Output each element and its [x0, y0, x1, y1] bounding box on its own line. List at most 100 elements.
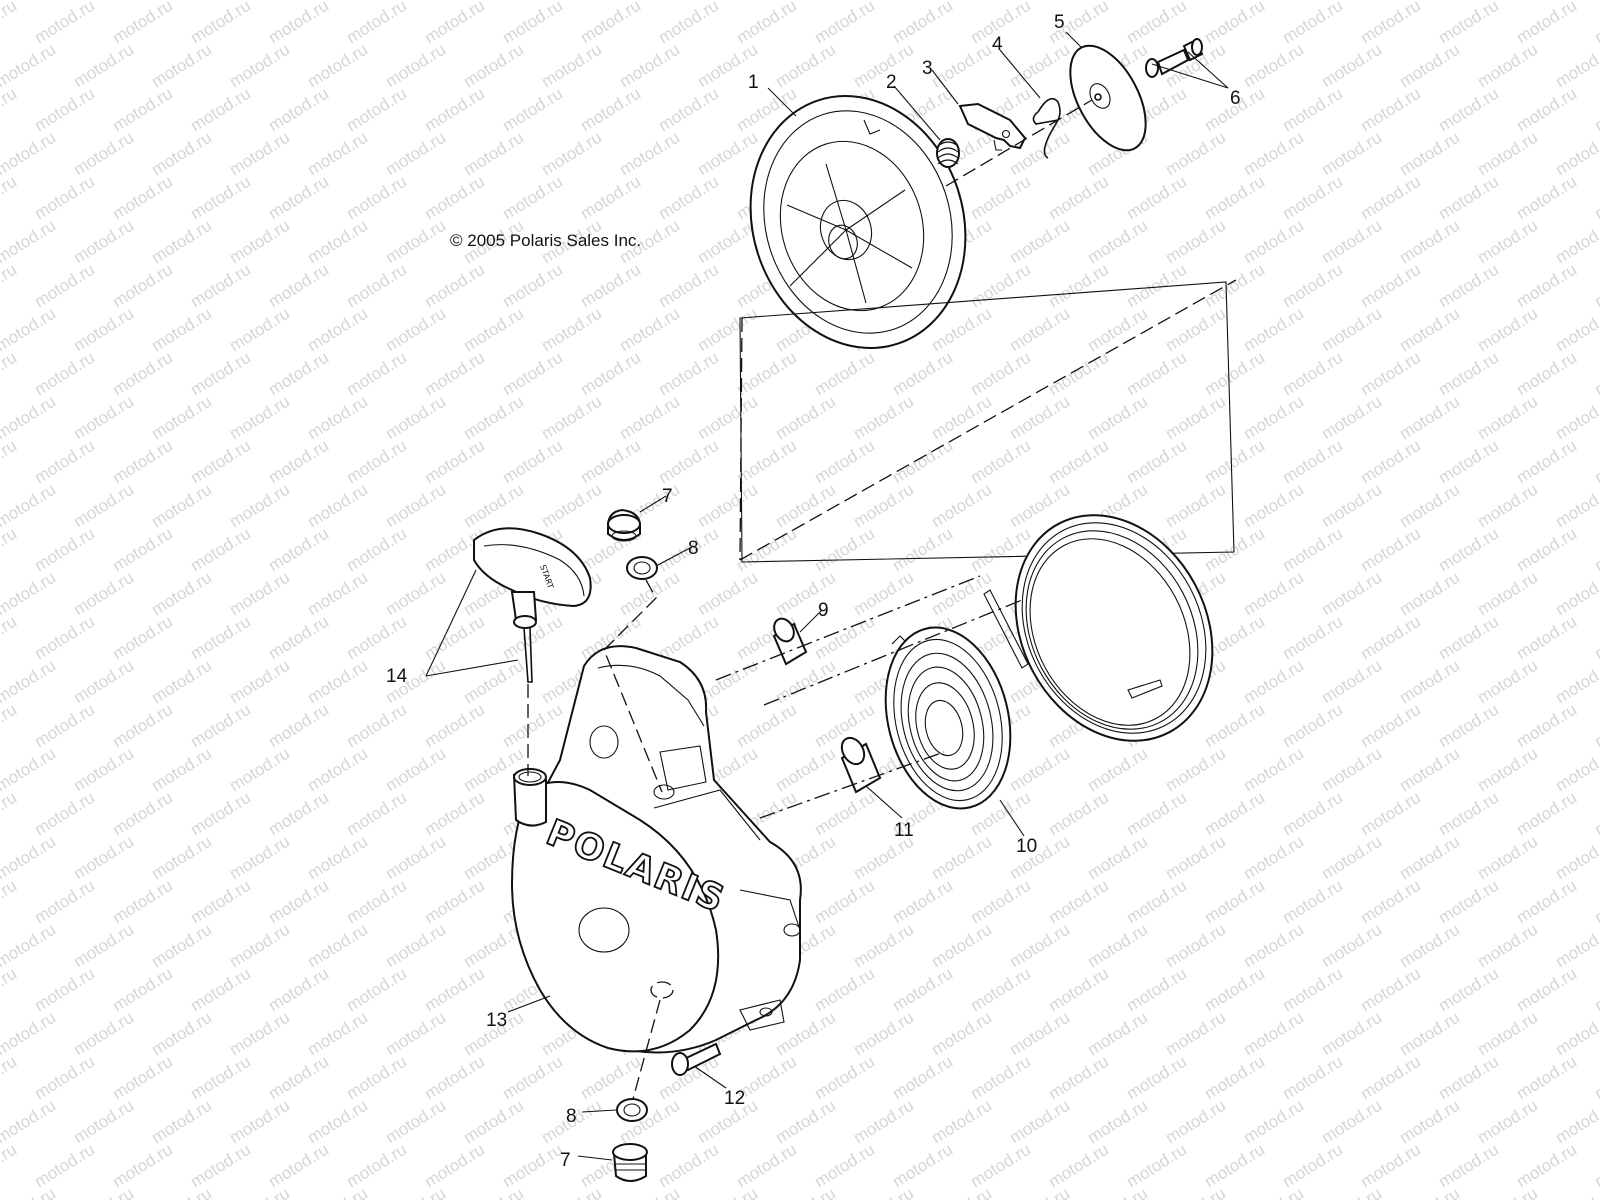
watermark-text: motod.ru	[31, 612, 98, 664]
watermark-text: motod.ru	[1357, 348, 1424, 400]
washer-top-part	[626, 556, 658, 580]
watermark-text: motod.ru	[889, 876, 956, 928]
watermark-text: motod.ru	[109, 700, 176, 752]
watermark-text: motod.ru	[0, 612, 20, 664]
watermark-text: motod.ru	[0, 0, 20, 47]
watermark-text: motod.ru	[1474, 744, 1541, 796]
rope-coil-part	[983, 514, 1214, 742]
top-axis-line	[945, 99, 1093, 187]
watermark-text: motod.ru	[1552, 832, 1600, 884]
watermark-text: motod.ru	[1162, 744, 1229, 796]
plug-axis-line	[603, 579, 663, 793]
watermark-text: motod.ru	[343, 964, 410, 1016]
watermark-text: motod.ru	[1474, 1184, 1541, 1200]
watermark-text: motod.ru	[1474, 568, 1541, 620]
watermark-text: motod.ru	[655, 436, 722, 488]
watermark-text: motod.ru	[655, 0, 722, 47]
watermark-text: motod.ru	[1006, 216, 1073, 268]
watermark-text: motod.ru	[304, 216, 371, 268]
watermark-text: motod.ru	[1552, 744, 1600, 796]
watermark-text: motod.ru	[499, 1140, 566, 1192]
watermark-text: motod.ru	[187, 876, 254, 928]
watermark-text: motod.ru	[1123, 964, 1190, 1016]
watermark-text: motod.ru	[655, 348, 722, 400]
watermark-text: motod.ru	[70, 480, 137, 532]
callout-14: 14	[386, 666, 408, 687]
watermark-text: motod.ru	[187, 1052, 254, 1104]
watermark-text: motod.ru	[148, 656, 215, 708]
watermark-text: motod.ru	[499, 260, 566, 312]
watermark-text: motod.ru	[772, 1008, 839, 1060]
watermark-text: motod.ru	[304, 128, 371, 180]
watermark-text: motod.ru	[226, 1008, 293, 1060]
watermark-text: motod.ru	[304, 480, 371, 532]
watermark-text: motod.ru	[1279, 524, 1346, 576]
watermark-text: motod.ru	[1201, 1140, 1268, 1192]
watermark-text: motod.ru	[928, 1008, 995, 1060]
handle-part: START	[473, 527, 592, 776]
watermark-text: motod.ru	[148, 392, 215, 444]
watermark-text: motod.ru	[1513, 524, 1580, 576]
watermark-text: motod.ru	[31, 436, 98, 488]
watermark-text: motod.ru	[1591, 964, 1600, 1016]
watermark-text: motod.ru	[1435, 876, 1502, 928]
watermark-text: motod.ru	[1357, 0, 1424, 47]
watermark-text: motod.ru	[1279, 84, 1346, 136]
watermark-text: motod.ru	[1552, 656, 1600, 708]
watermark-text: motod.ru	[460, 392, 527, 444]
watermark-text: motod.ru	[577, 84, 644, 136]
watermark-text: motod.ru	[1084, 920, 1151, 972]
watermark-text: motod.ru	[1513, 1052, 1580, 1104]
watermark-text: motod.ru	[343, 172, 410, 224]
watermark-text: motod.ru	[1396, 392, 1463, 444]
watermark-text: motod.ru	[1357, 964, 1424, 1016]
watermark-text: motod.ru	[499, 172, 566, 224]
watermark-text: motod.ru	[1279, 700, 1346, 752]
watermark-text: motod.ru	[1513, 876, 1580, 928]
watermark-text: motod.ru	[187, 1140, 254, 1192]
watermark-text: motod.ru	[421, 964, 488, 1016]
watermark-text: motod.ru	[1240, 744, 1307, 796]
watermark-text: motod.ru	[265, 524, 332, 576]
watermark-text: motod.ru	[1240, 568, 1307, 620]
watermark-text: motod.ru	[1591, 436, 1600, 488]
watermark-text: motod.ru	[1396, 40, 1463, 92]
callout-3: 3	[922, 58, 933, 79]
watermark-text: motod.ru	[850, 480, 917, 532]
watermark-text: motod.ru	[1201, 788, 1268, 840]
watermark-text: motod.ru	[1006, 744, 1073, 796]
watermark-text: motod.ru	[1552, 392, 1600, 444]
watermark-text: motod.ru	[850, 1096, 917, 1148]
watermark-text: motod.ru	[1279, 788, 1346, 840]
watermark-text: motod.ru	[577, 0, 644, 47]
watermark-text: motod.ru	[265, 788, 332, 840]
watermark-text: motod.ru	[967, 876, 1034, 928]
watermark-text: motod.ru	[109, 876, 176, 928]
watermark-text: motod.ru	[0, 788, 20, 840]
callout-labels: 1 2 3 4 5 6 7 8 9 10 11 12 13 14 8 7	[386, 12, 1241, 1171]
watermark-text: motod.ru	[1435, 700, 1502, 752]
watermark-text: motod.ru	[343, 1140, 410, 1192]
callout-10: 10	[1016, 836, 1037, 857]
watermark-text: motod.ru	[109, 1052, 176, 1104]
watermark-text: motod.ru	[187, 84, 254, 136]
watermark-text: motod.ru	[1552, 568, 1600, 620]
watermark-text: motod.ru	[1240, 216, 1307, 268]
watermark-text: motod.ru	[187, 348, 254, 400]
watermark-text: motod.ru	[70, 128, 137, 180]
watermark-text: motod.ru	[1552, 216, 1600, 268]
watermark-text: motod.ru	[343, 0, 410, 47]
watermark-text: motod.ru	[343, 876, 410, 928]
watermark-text: motod.ru	[811, 524, 878, 576]
watermark-text: motod.ru	[382, 1096, 449, 1148]
watermark-text: motod.ru	[304, 920, 371, 972]
watermark-text: motod.ru	[1513, 964, 1580, 1016]
watermark-text: motod.ru	[616, 128, 683, 180]
watermark-text: motod.ru	[265, 436, 332, 488]
watermark-text: motod.ru	[1552, 40, 1600, 92]
watermark-text: motod.ru	[31, 700, 98, 752]
watermark-text: motod.ru	[226, 480, 293, 532]
watermark-text: motod.ru	[421, 0, 488, 47]
watermark-text: motod.ru	[811, 436, 878, 488]
watermark-text: motod.ru	[382, 832, 449, 884]
